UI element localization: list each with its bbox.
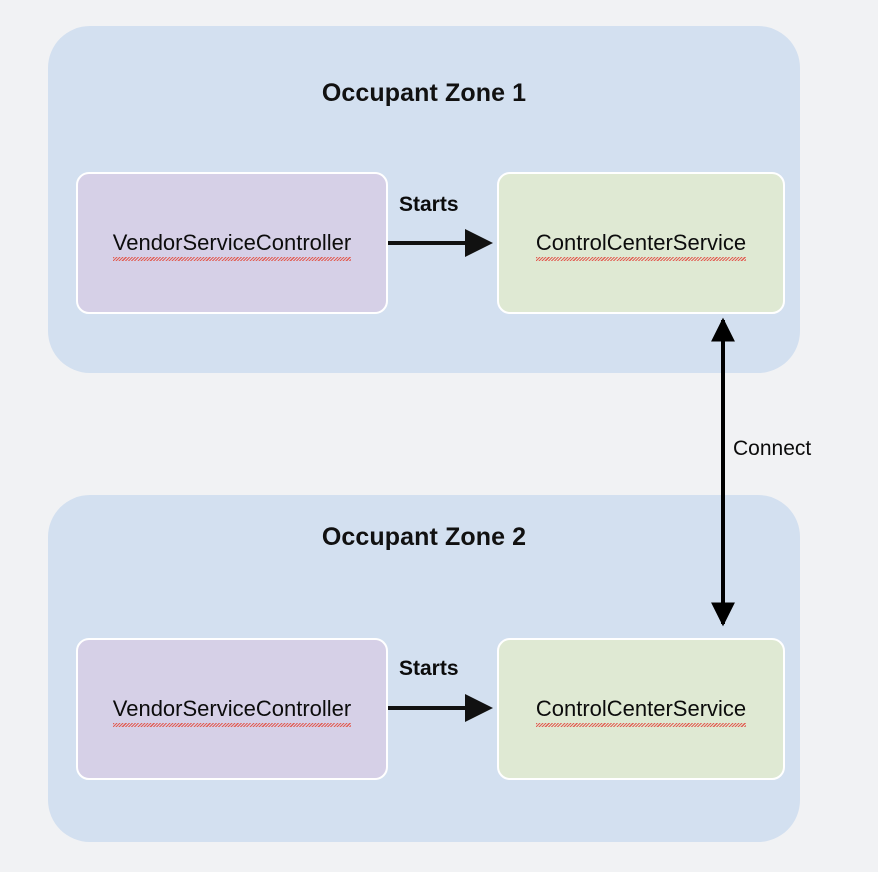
node-vendor-service-controller-2[interactable]: VendorServiceController [76,638,388,780]
edge-label-starts-2: Starts [399,657,459,680]
node-control-center-service-2-label: ControlCenterService [535,696,747,727]
node-vendor-service-controller-2-label: VendorServiceController [112,696,352,727]
zone-1-title: Occupant Zone 1 [321,79,527,107]
edge-label-starts-1: Starts [399,193,459,216]
node-vendor-service-controller-1-label: VendorServiceController [112,230,352,261]
node-control-center-service-1[interactable]: ControlCenterService [497,172,785,314]
edge-label-connect: Connect [733,437,812,460]
zone-2-title: Occupant Zone 2 [321,523,527,551]
node-control-center-service-1-label: ControlCenterService [535,230,747,261]
node-vendor-service-controller-1[interactable]: VendorServiceController [76,172,388,314]
node-control-center-service-2[interactable]: ControlCenterService [497,638,785,780]
